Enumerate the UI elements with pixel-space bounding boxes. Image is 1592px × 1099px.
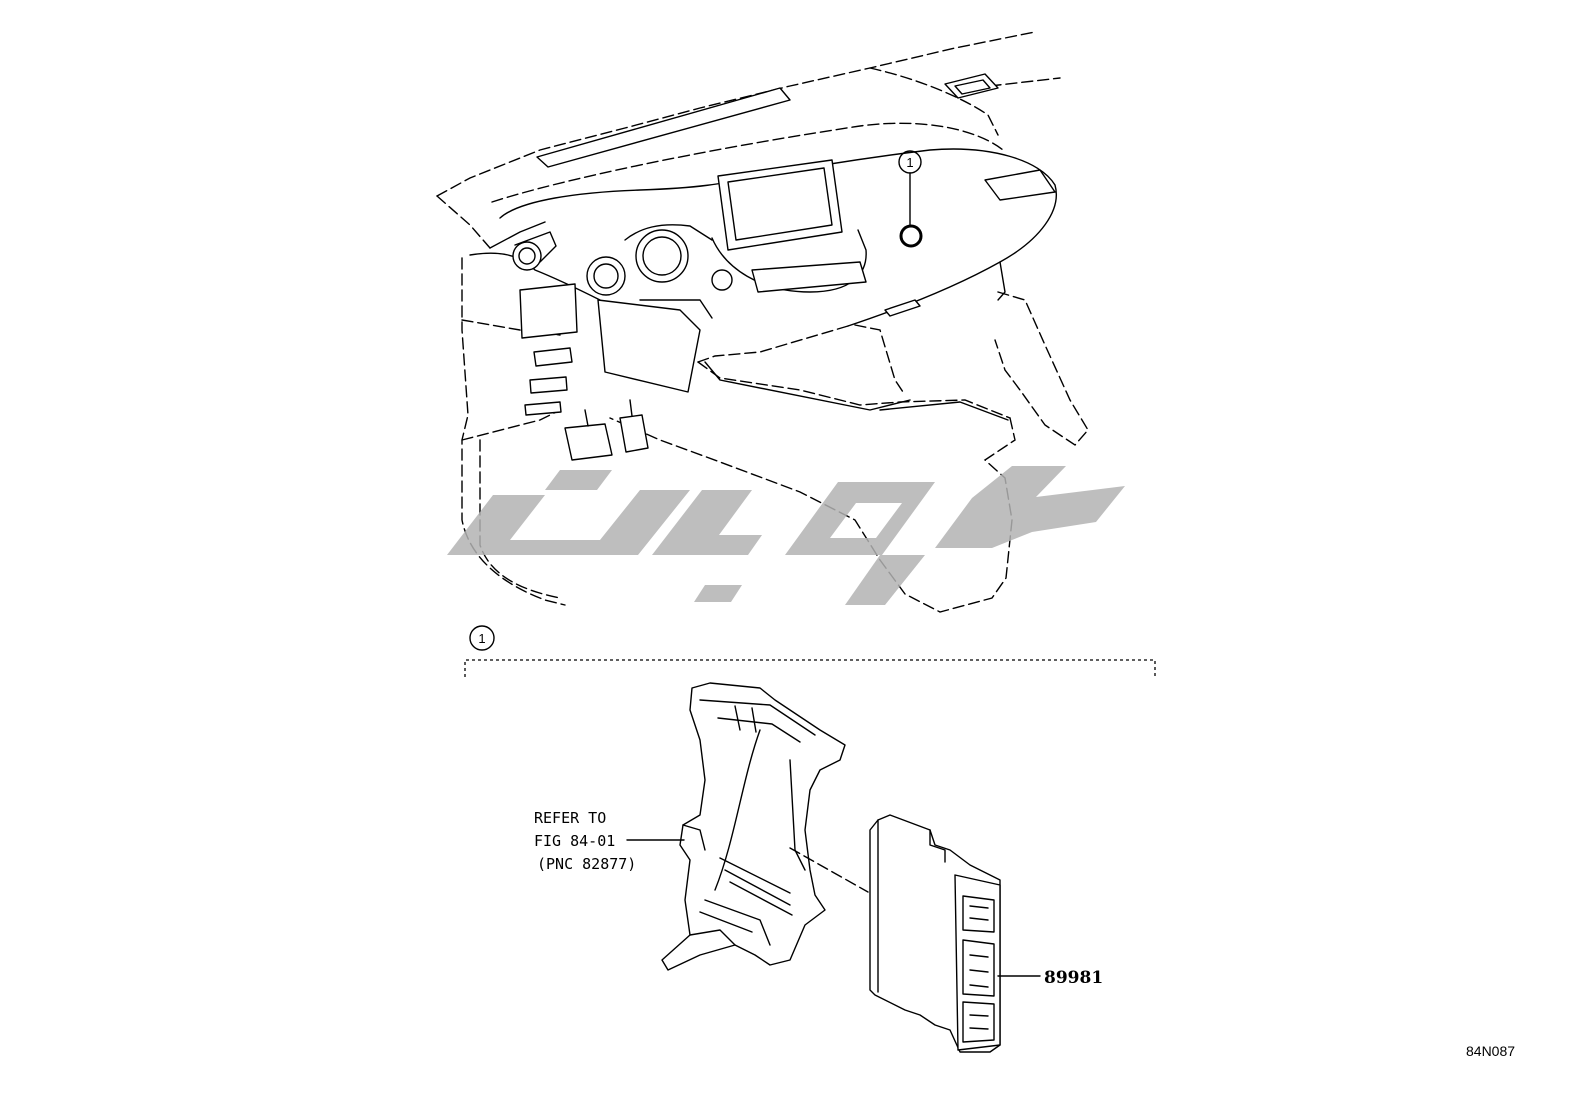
instrument-gauges <box>586 224 713 296</box>
console-box-edge <box>879 401 1009 421</box>
detail-section: 1 REFER TO F <box>464 625 1156 1053</box>
ecu-connector-slot-3 <box>962 1001 995 1043</box>
watermark-logo <box>447 466 1125 605</box>
dashboard-illustration: 1 <box>436 31 1089 613</box>
climate-control-panel <box>751 261 867 293</box>
passenger-footwell-line <box>854 324 906 396</box>
console-middle-edge <box>704 361 911 411</box>
floor-outline <box>479 439 561 599</box>
a-pillar-left <box>436 195 491 249</box>
detail-bracket-line <box>464 659 1156 677</box>
glovebox-handle <box>884 299 921 317</box>
ecu-module <box>869 814 1001 1053</box>
refer-label-line2: FIG 84-01 <box>534 832 615 850</box>
callout-number-bottom: 1 <box>478 631 485 646</box>
dash-upper-phantom <box>491 122 1004 203</box>
ecu-mounting-bracket <box>661 682 846 971</box>
right-dash-edge <box>997 261 1006 301</box>
roof-edge-right <box>989 77 1061 87</box>
left-body-outline <box>461 257 566 606</box>
windshield-edge <box>436 31 1036 197</box>
callout-top: 1 <box>898 150 923 248</box>
driver-footwell-line <box>461 409 561 441</box>
callout-circle-bottom <box>469 625 495 651</box>
passenger-dash-trim <box>984 169 1056 201</box>
left-switch-panel <box>519 283 578 416</box>
refer-label-line1: REFER TO <box>534 809 606 827</box>
dash-left-profile <box>469 252 601 301</box>
center-console-outline <box>609 417 1016 613</box>
left-air-vent <box>512 231 557 271</box>
ecu-connector-face <box>954 874 1001 1051</box>
top-right-vent <box>944 73 999 99</box>
callout-number-top: 1 <box>906 155 913 170</box>
part-number-label: 89981 <box>1044 968 1103 988</box>
lower-dash-line <box>697 325 849 363</box>
right-door-outline <box>994 291 1089 446</box>
ecu-connector-slot-2 <box>962 939 995 997</box>
center-display <box>711 159 867 293</box>
steering-column-cover <box>597 299 713 393</box>
assembly-guide-line <box>789 847 869 893</box>
figure-code: 84N087 <box>1466 1043 1515 1059</box>
defroster-strip <box>536 87 791 168</box>
refer-label-line3: (PNC 82877) <box>537 855 636 873</box>
dash-left-side <box>489 221 546 249</box>
hazard-switch <box>711 269 733 291</box>
location-marker <box>899 224 923 248</box>
ecu-connector-slot-1 <box>962 895 995 933</box>
a-pillar-right <box>869 67 999 136</box>
console-top-line <box>697 361 1011 419</box>
pedals <box>564 399 649 461</box>
